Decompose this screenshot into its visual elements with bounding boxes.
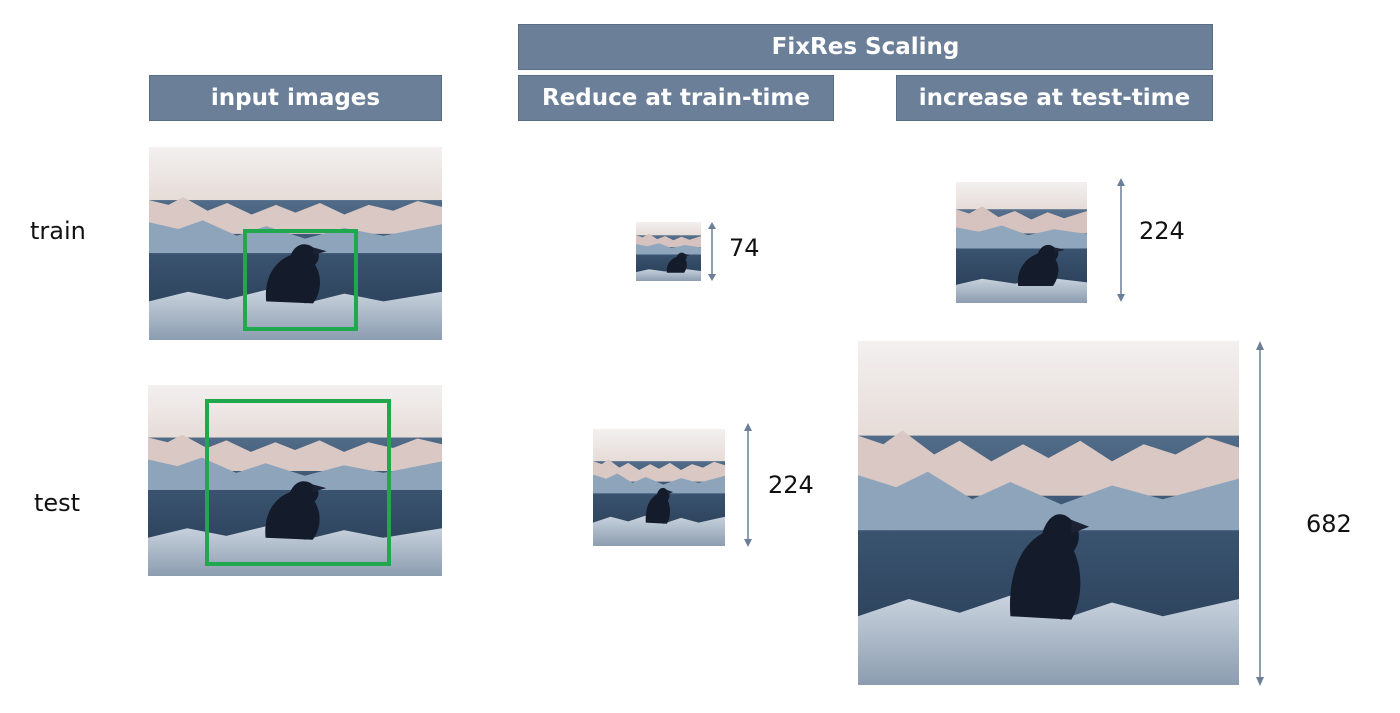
- reduce-test-image: [593, 429, 725, 546]
- test-crop-box: [205, 399, 391, 566]
- row-label-test: test: [34, 489, 81, 517]
- reduce-test-size-label: 224: [768, 471, 814, 499]
- increase-train-size-label: 224: [1139, 217, 1185, 245]
- reduce-test-size-arrow: [743, 423, 753, 547]
- increase-train-size-arrow: [1116, 178, 1126, 302]
- train-crop-box: [243, 229, 358, 331]
- fixres-scaling-header: FixRes Scaling: [518, 24, 1213, 70]
- reduce-train-image: [636, 222, 701, 281]
- reduce-train-size-label: 74: [729, 234, 760, 262]
- reduce-train-size-arrow: [707, 222, 717, 281]
- input-images-header: input images: [149, 75, 442, 121]
- increase-train-image: [956, 182, 1087, 303]
- increase-test-size-arrow: [1255, 341, 1265, 686]
- reduce-train-time-header: Reduce at train-time: [518, 75, 834, 121]
- increase-test-time-header: increase at test-time: [896, 75, 1213, 121]
- increase-test-size-label: 682: [1306, 510, 1352, 538]
- reduce-train-time-label: Reduce at train-time: [541, 85, 810, 111]
- increase-test-time-label: increase at test-time: [918, 85, 1191, 111]
- increase-test-image: [858, 341, 1239, 685]
- row-label-train: train: [30, 217, 86, 245]
- input-images-label: input images: [210, 85, 381, 111]
- fixres-scaling-label: FixRes Scaling: [771, 34, 960, 60]
